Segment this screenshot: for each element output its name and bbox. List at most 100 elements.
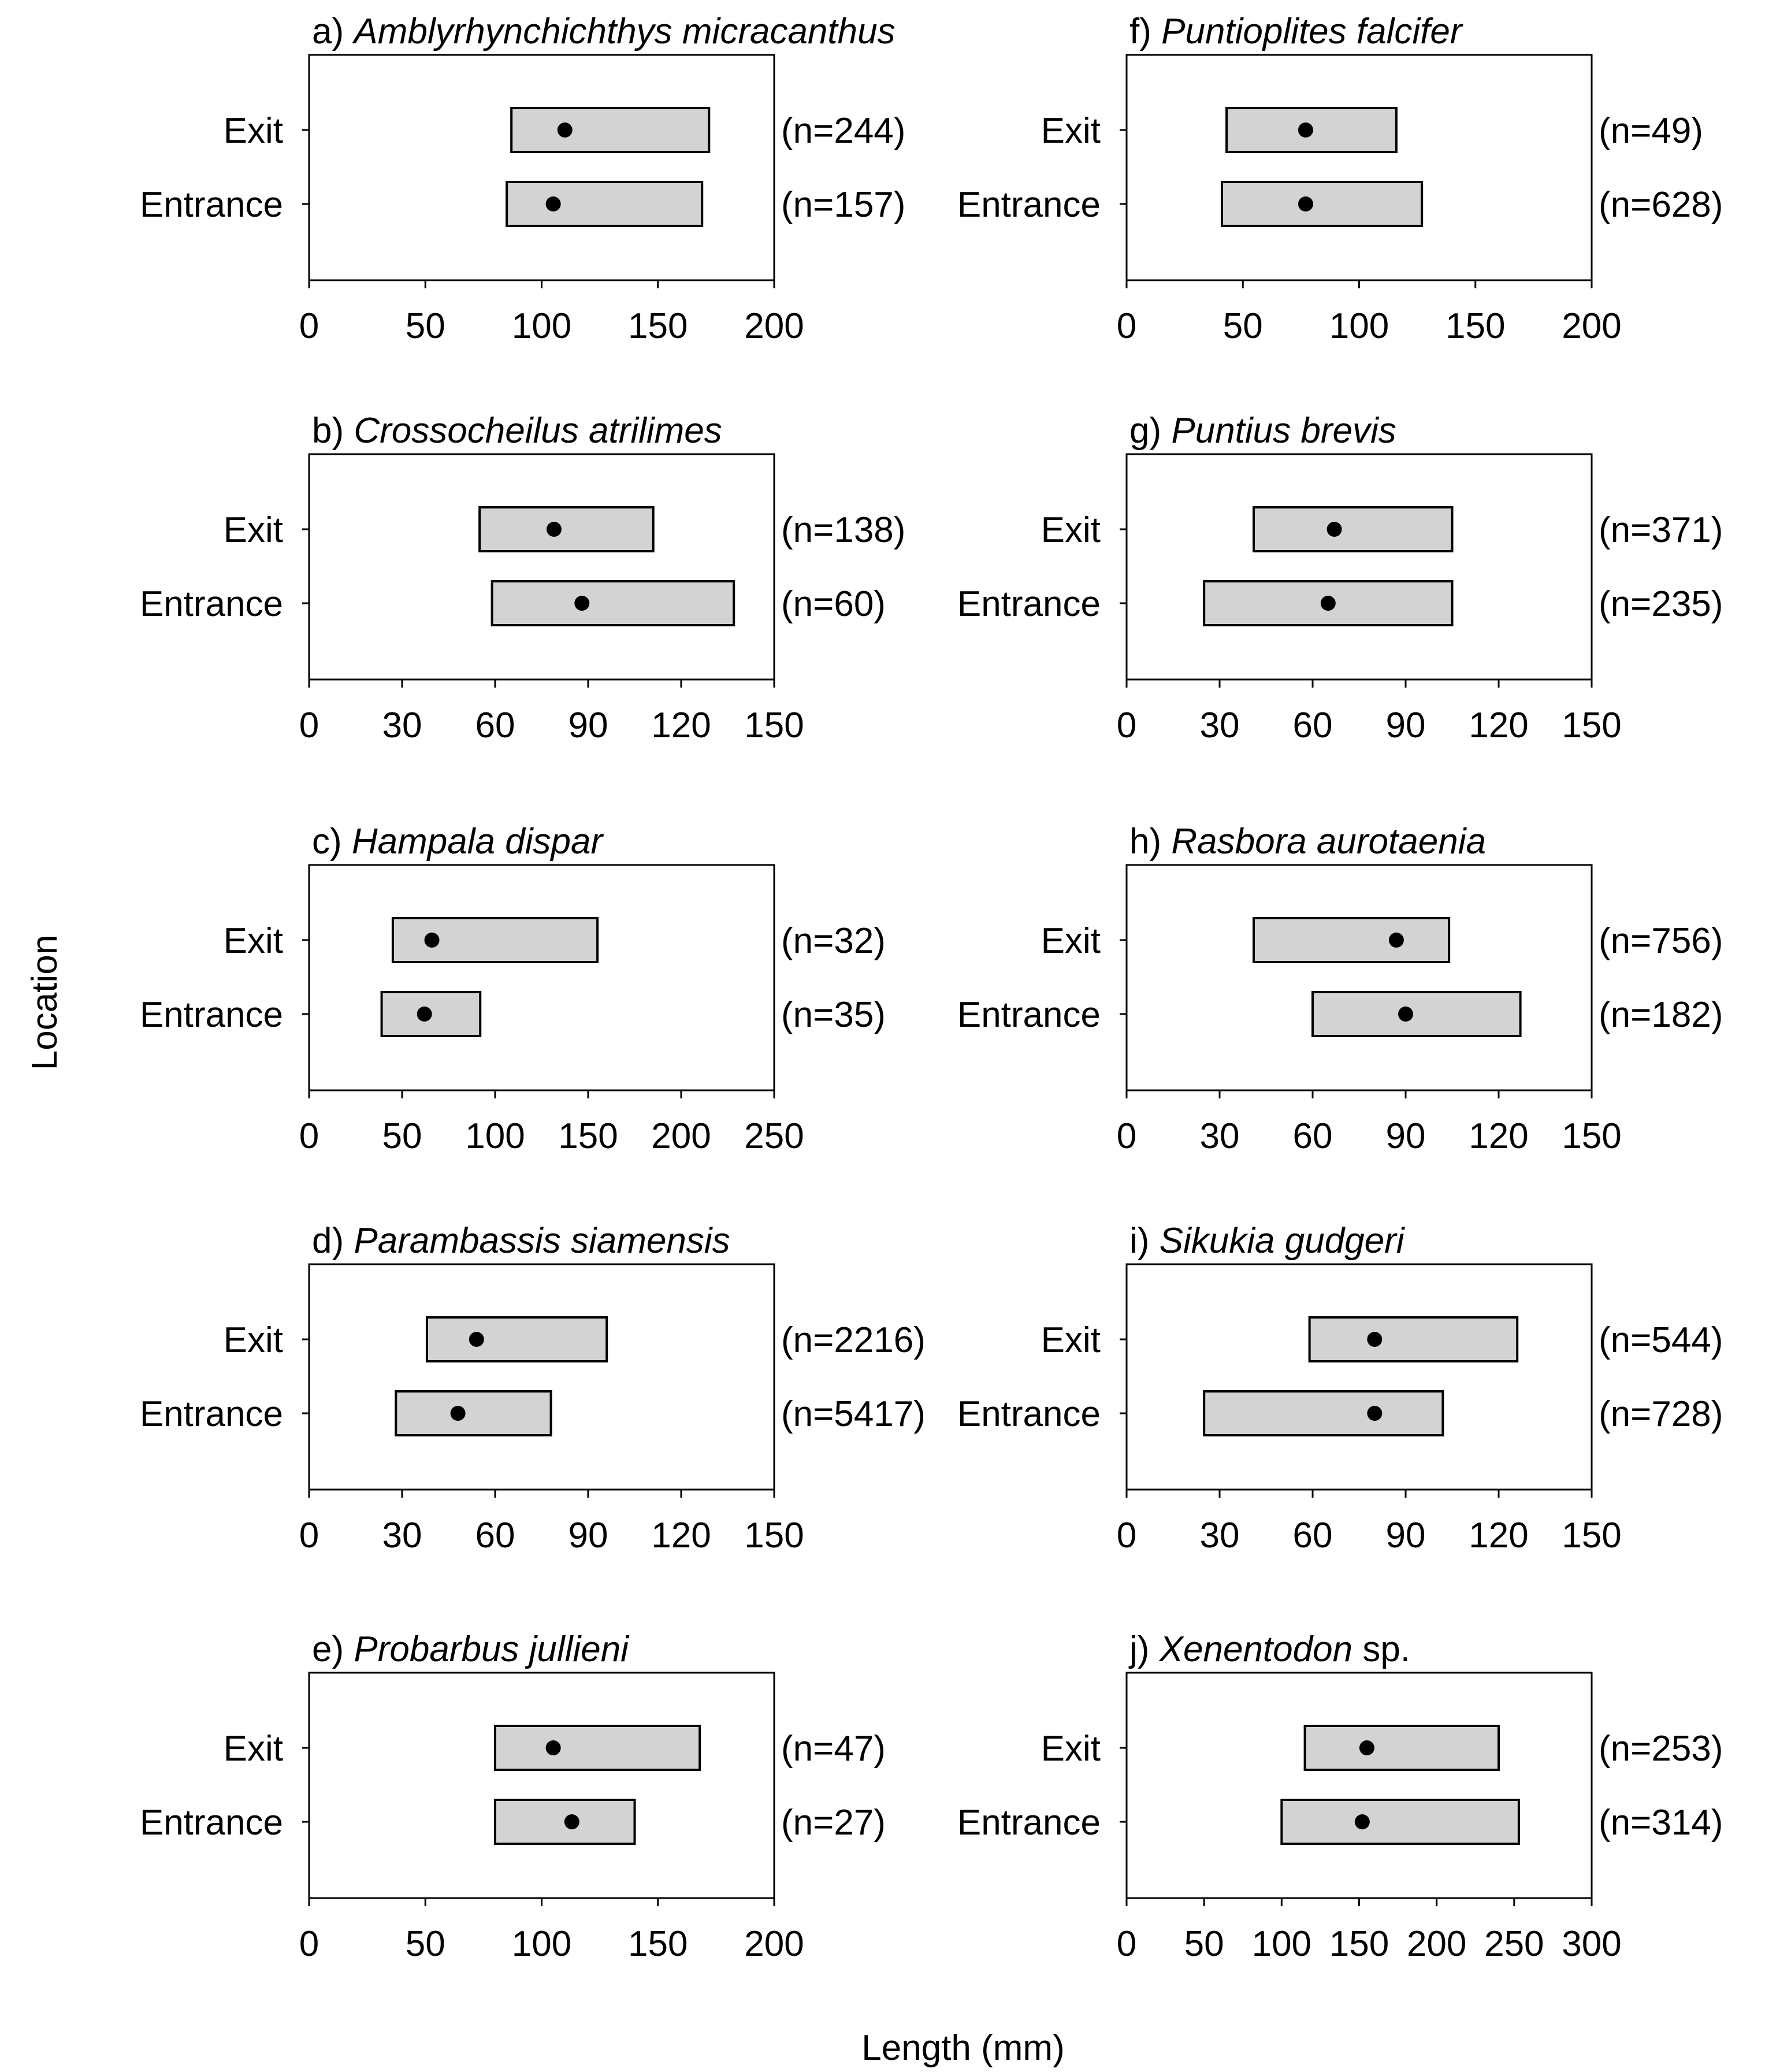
sample-size-label: (n=49) <box>1599 111 1703 151</box>
range-bar <box>1253 506 1454 552</box>
species-suffix: sp. <box>1352 1629 1410 1669</box>
mean-point <box>557 122 573 138</box>
x-tick-label: 90 <box>568 705 608 745</box>
range-bar <box>506 181 704 227</box>
panel-title: f) Puntioplites falcifer <box>1129 12 1463 51</box>
x-tick-label: 150 <box>1562 1116 1621 1156</box>
panel-letter: h) <box>1129 822 1171 862</box>
panel-title: h) Rasbora aurotaenia <box>1129 822 1486 862</box>
x-tick-label: 0 <box>299 705 319 745</box>
x-tick-label: 200 <box>1562 306 1621 346</box>
sample-size-label: (n=544) <box>1599 1320 1723 1360</box>
x-tick-label: 120 <box>1469 1516 1528 1555</box>
x-tick-label: 30 <box>382 1516 422 1555</box>
category-label: Entrance <box>140 185 283 225</box>
x-tick-label: 150 <box>744 1516 804 1555</box>
x-tick-label: 100 <box>465 1116 525 1156</box>
range-bar <box>391 917 599 963</box>
x-tick-label: 250 <box>1484 1924 1544 1964</box>
category-label: Entrance <box>957 1394 1101 1434</box>
panel-letter: b) <box>312 411 354 451</box>
x-tick-label: 0 <box>1117 306 1136 346</box>
category-label: Exit <box>1041 1320 1101 1360</box>
species-name: Hampala dispar <box>352 822 604 862</box>
panel-letter: d) <box>312 1221 354 1261</box>
sample-size-label: (n=371) <box>1599 510 1723 550</box>
plot-frame <box>1125 1672 1593 1899</box>
category-label: Exit <box>1041 1729 1101 1769</box>
sample-size-label: (n=27) <box>781 1803 886 1843</box>
x-tick-label: 50 <box>406 306 445 346</box>
plot-frame <box>308 1263 775 1491</box>
x-tick-label: 150 <box>744 705 804 745</box>
mean-point <box>1388 933 1404 948</box>
x-tick-label: 120 <box>1469 1116 1528 1156</box>
plot-frame <box>1125 453 1593 681</box>
x-tick-label: 30 <box>1200 705 1240 745</box>
range-bar <box>1221 181 1424 227</box>
x-tick-label: 0 <box>299 1116 319 1156</box>
category-label: Exit <box>224 1320 283 1360</box>
sample-size-label: (n=157) <box>781 185 905 225</box>
sample-size-label: (n=235) <box>1599 584 1723 624</box>
x-tick-label: 120 <box>1469 705 1528 745</box>
category-label: Exit <box>1041 921 1101 961</box>
mean-point <box>417 1007 432 1022</box>
sample-size-label: (n=244) <box>781 111 905 151</box>
category-label: Exit <box>224 510 283 550</box>
plot-frame <box>308 1672 775 1899</box>
category-label: Entrance <box>957 185 1101 225</box>
x-tick-label: 60 <box>1293 1516 1333 1555</box>
y-axis-label: Location <box>25 935 65 1070</box>
mean-point <box>546 522 562 537</box>
species-name: Puntius brevis <box>1171 411 1396 451</box>
panel-letter: g) <box>1129 411 1171 451</box>
panel-letter: f) <box>1129 12 1161 51</box>
mean-point <box>1298 122 1313 138</box>
plot-frame <box>308 453 775 681</box>
panel-letter: c) <box>312 822 352 862</box>
x-tick-label: 30 <box>1200 1516 1240 1555</box>
panel-title: a) Amblyrhynchichthys micracanthus <box>312 12 895 51</box>
mean-point <box>1354 1814 1370 1829</box>
range-bar <box>1311 991 1522 1037</box>
sample-size-label: (n=253) <box>1599 1729 1723 1769</box>
category-label: Exit <box>224 1729 283 1769</box>
mean-point <box>1320 596 1336 611</box>
range-bar <box>395 1390 552 1436</box>
x-axis-label: Length (mm) <box>861 2028 1064 2068</box>
x-tick-label: 90 <box>568 1516 608 1555</box>
x-tick-label: 50 <box>406 1924 445 1964</box>
species-name: Probarbus jullieni <box>354 1629 630 1669</box>
plot-frame <box>1125 864 1593 1091</box>
category-label: Exit <box>1041 510 1101 550</box>
species-name: Xenentodon <box>1158 1629 1352 1669</box>
range-bar <box>1280 1799 1520 1845</box>
x-tick-label: 60 <box>475 1516 515 1555</box>
category-label: Exit <box>224 921 283 961</box>
x-tick-label: 50 <box>382 1116 422 1156</box>
x-tick-label: 200 <box>651 1116 711 1156</box>
mean-point <box>450 1406 466 1421</box>
x-tick-label: 120 <box>651 705 711 745</box>
x-tick-label: 0 <box>1117 1116 1136 1156</box>
sample-size-label: (n=728) <box>1599 1394 1723 1434</box>
mean-point <box>469 1332 484 1347</box>
mean-point <box>574 596 590 611</box>
mean-point <box>1367 1406 1383 1421</box>
x-tick-label: 300 <box>1562 1924 1621 1964</box>
x-tick-label: 150 <box>1329 1924 1389 1964</box>
mean-point <box>424 933 440 948</box>
species-name: Rasbora aurotaenia <box>1171 822 1486 862</box>
category-label: Exit <box>224 111 283 151</box>
panel-title: c) Hampala dispar <box>312 822 604 862</box>
panel-title: e) Probarbus jullieni <box>312 1629 630 1669</box>
